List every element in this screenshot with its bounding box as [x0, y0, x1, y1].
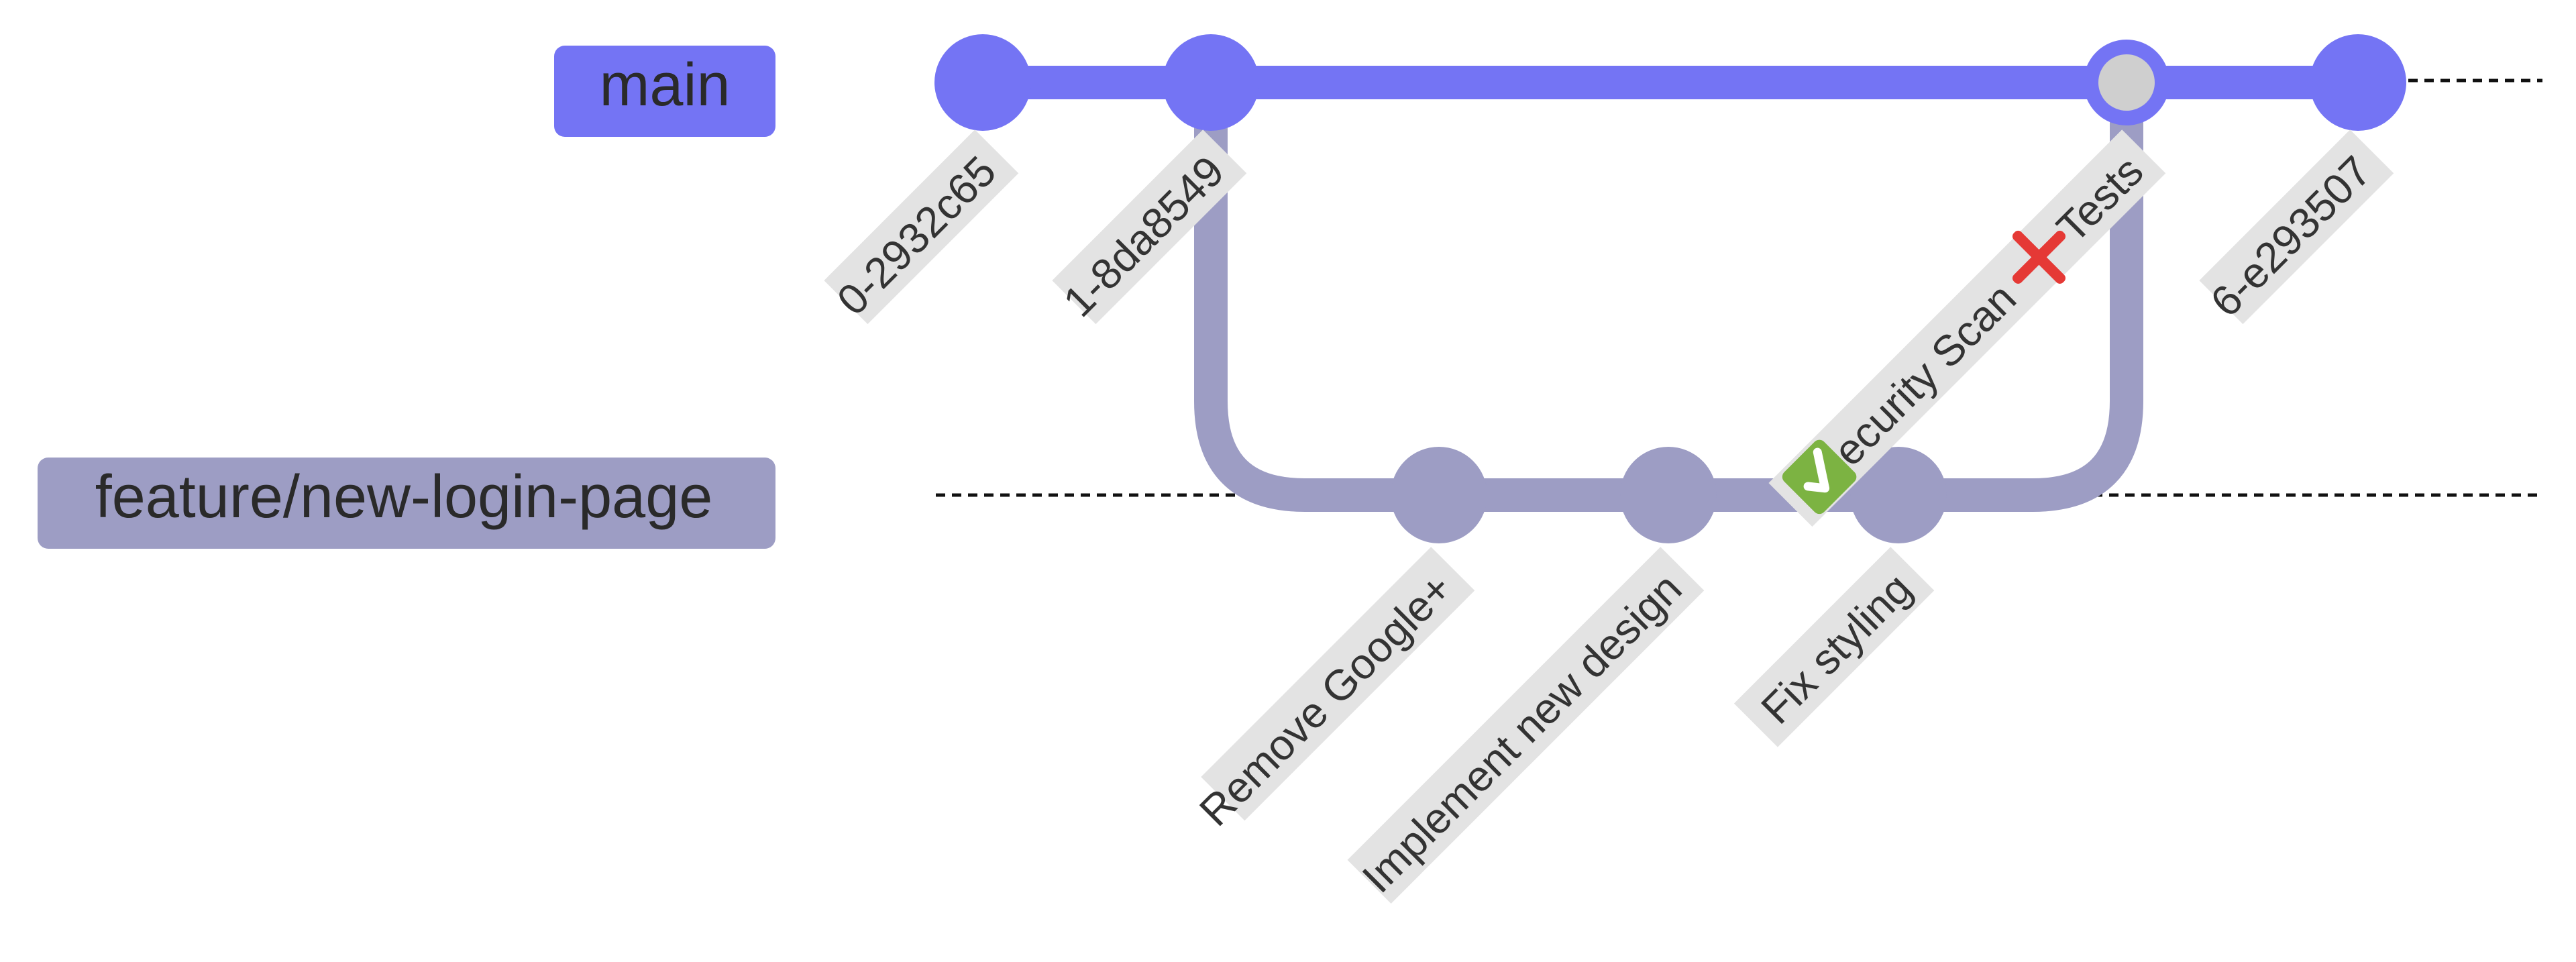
main-branch-label[interactable]: main [554, 46, 775, 137]
commit-label-fix-styling: Fix styling [1733, 547, 1935, 747]
feature-branch-label[interactable]: feature/new-login-page [38, 458, 775, 549]
commit-node-fix-styling[interactable] [1850, 447, 1947, 543]
svg-text:6-e293507: 6-e293507 [2201, 147, 2380, 326]
commit-node-6[interactable] [2310, 34, 2406, 131]
check-icon [1782, 439, 1857, 515]
commit-label-0: 0-2932c65 [824, 129, 1019, 325]
svg-text:0-2932c65: 0-2932c65 [828, 147, 1006, 325]
feature-branch-name: feature/new-login-page [95, 464, 713, 531]
commit-label-6: 6-e293507 [2199, 129, 2394, 326]
commit-node-remove-google[interactable] [1391, 447, 1487, 543]
commit-node-1[interactable] [1163, 34, 1259, 131]
main-branch-name: main [599, 52, 730, 119]
commit-node-0[interactable] [934, 34, 1031, 131]
cross-icon [2012, 230, 2066, 284]
merge-commit-node-inner [2098, 54, 2155, 111]
svg-text:Fix styling: Fix styling [1752, 564, 1921, 733]
commit-node-implement-design[interactable] [1620, 447, 1717, 543]
